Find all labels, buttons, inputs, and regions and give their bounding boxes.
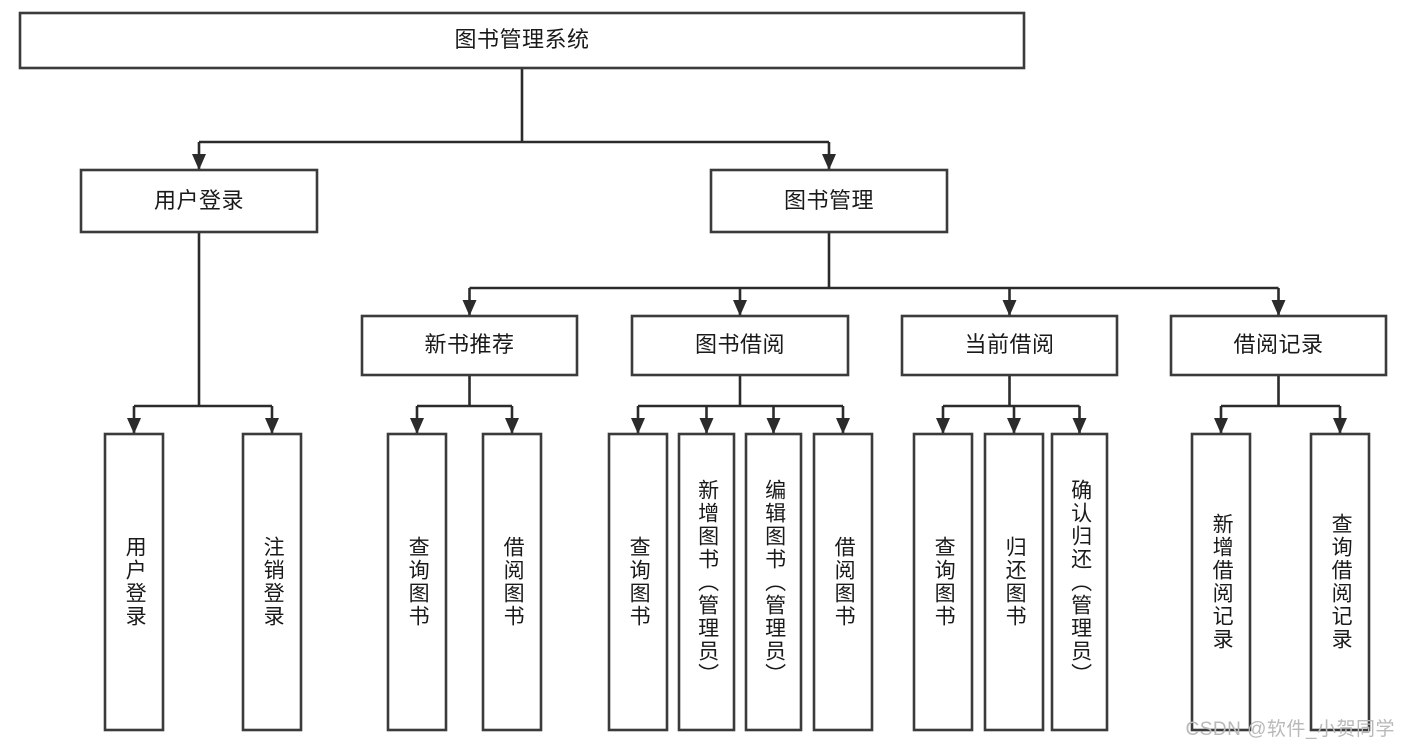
arrow-head xyxy=(836,418,850,434)
node-box-leaf-add-book[interactable] xyxy=(677,432,736,732)
node-box-leaf-user-login[interactable] xyxy=(103,432,165,732)
node-box-leaf-query-record[interactable] xyxy=(1309,432,1371,732)
node-box-leaf-logout[interactable] xyxy=(241,432,303,732)
node-box-leaf-query-book-2[interactable] xyxy=(607,432,669,732)
arrow-head xyxy=(505,418,519,434)
node-box-root[interactable] xyxy=(18,11,1026,70)
node-box-user-login[interactable] xyxy=(79,168,319,234)
arrow-head xyxy=(1007,418,1021,434)
arrow-head xyxy=(1072,418,1087,434)
connector-layer xyxy=(127,68,1347,434)
node-box-book-mgmt[interactable] xyxy=(709,168,949,234)
arrow-head xyxy=(766,418,781,434)
node-box-leaf-edit-book[interactable] xyxy=(744,432,803,732)
node-box-borrow-record[interactable] xyxy=(1169,314,1388,377)
arrow-head xyxy=(462,300,477,316)
arrow-head xyxy=(1214,418,1228,434)
arrow-head xyxy=(410,418,424,434)
node-box-new-book-rec[interactable] xyxy=(360,314,579,377)
node-box-leaf-query-book-3[interactable] xyxy=(912,432,974,732)
node-box-leaf-query-book-1[interactable] xyxy=(386,432,448,732)
arrow-head xyxy=(192,154,206,170)
node-box-leaf-return-book[interactable] xyxy=(983,432,1045,732)
node-box-leaf-borrow-book-1[interactable] xyxy=(481,432,543,732)
arrow-head xyxy=(936,418,950,434)
node-box-leaf-add-record[interactable] xyxy=(1190,432,1252,732)
arrow-head xyxy=(733,300,747,316)
node-box-book-borrow[interactable] xyxy=(630,314,850,377)
arrow-head xyxy=(631,418,645,434)
node-box-leaf-borrow-book-2[interactable] xyxy=(812,432,874,732)
box-layer xyxy=(18,11,1388,732)
arrow-head xyxy=(699,418,714,434)
arrow-head xyxy=(822,154,836,170)
arrow-head xyxy=(1271,300,1286,316)
arrow-head xyxy=(127,418,141,434)
arrow-head xyxy=(265,418,279,434)
arrow-head xyxy=(1002,300,1017,316)
node-box-current-borrow[interactable] xyxy=(900,314,1119,377)
node-box-leaf-confirm-return[interactable] xyxy=(1050,432,1109,732)
arrow-head xyxy=(1333,418,1347,434)
